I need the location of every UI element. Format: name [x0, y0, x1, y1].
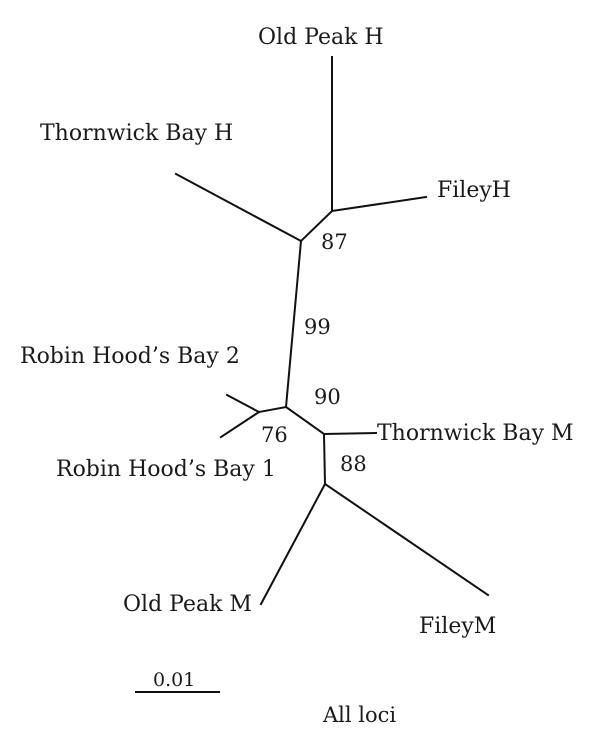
branch-robin-hoods-bay-2: [225, 393, 261, 414]
support-value-99: 99: [304, 315, 331, 339]
support-value-88: 88: [340, 452, 367, 476]
taxon-label-filey-h: FileyH: [437, 178, 511, 203]
taxon-label-thornwick-bay-m: Thornwick Bay M: [377, 421, 574, 446]
branch-filey-h: [330, 195, 428, 213]
taxon-label-robin-hoods-bay-2: Robin Hood’s Bay 2: [20, 344, 240, 369]
taxon-label-old-peak-h: Old Peak H: [258, 25, 384, 50]
support-value-90: 90: [314, 385, 341, 409]
support-value-76: 76: [261, 423, 288, 447]
branch-robin-hoods-bay-1: [219, 410, 261, 439]
branch-node90: [284, 405, 326, 436]
branch-internal-99: [284, 239, 303, 409]
scale-bar-label: 0.01: [153, 669, 195, 691]
taxon-label-thornwick-bay-h: Thornwick Bay H: [40, 121, 233, 146]
branch-node76-stem: [257, 405, 288, 414]
figure-caption: All loci: [322, 703, 396, 727]
taxon-label-robin-hoods-bay-1: Robin Hood’s Bay 1: [56, 457, 276, 482]
branch-filey-m: [323, 482, 490, 597]
branch-node88-stem: [322, 432, 327, 486]
taxon-label-old-peak-m: Old Peak M: [123, 592, 252, 617]
branch-thornwick-bay-h: [174, 172, 303, 243]
taxon-label-filey-m: FileyM: [419, 614, 496, 639]
branch-old-peak-m: [259, 482, 327, 606]
branch-node87-stem: [299, 209, 334, 243]
branch-thornwick-bay-m: [322, 431, 378, 436]
support-value-87: 87: [321, 230, 348, 254]
